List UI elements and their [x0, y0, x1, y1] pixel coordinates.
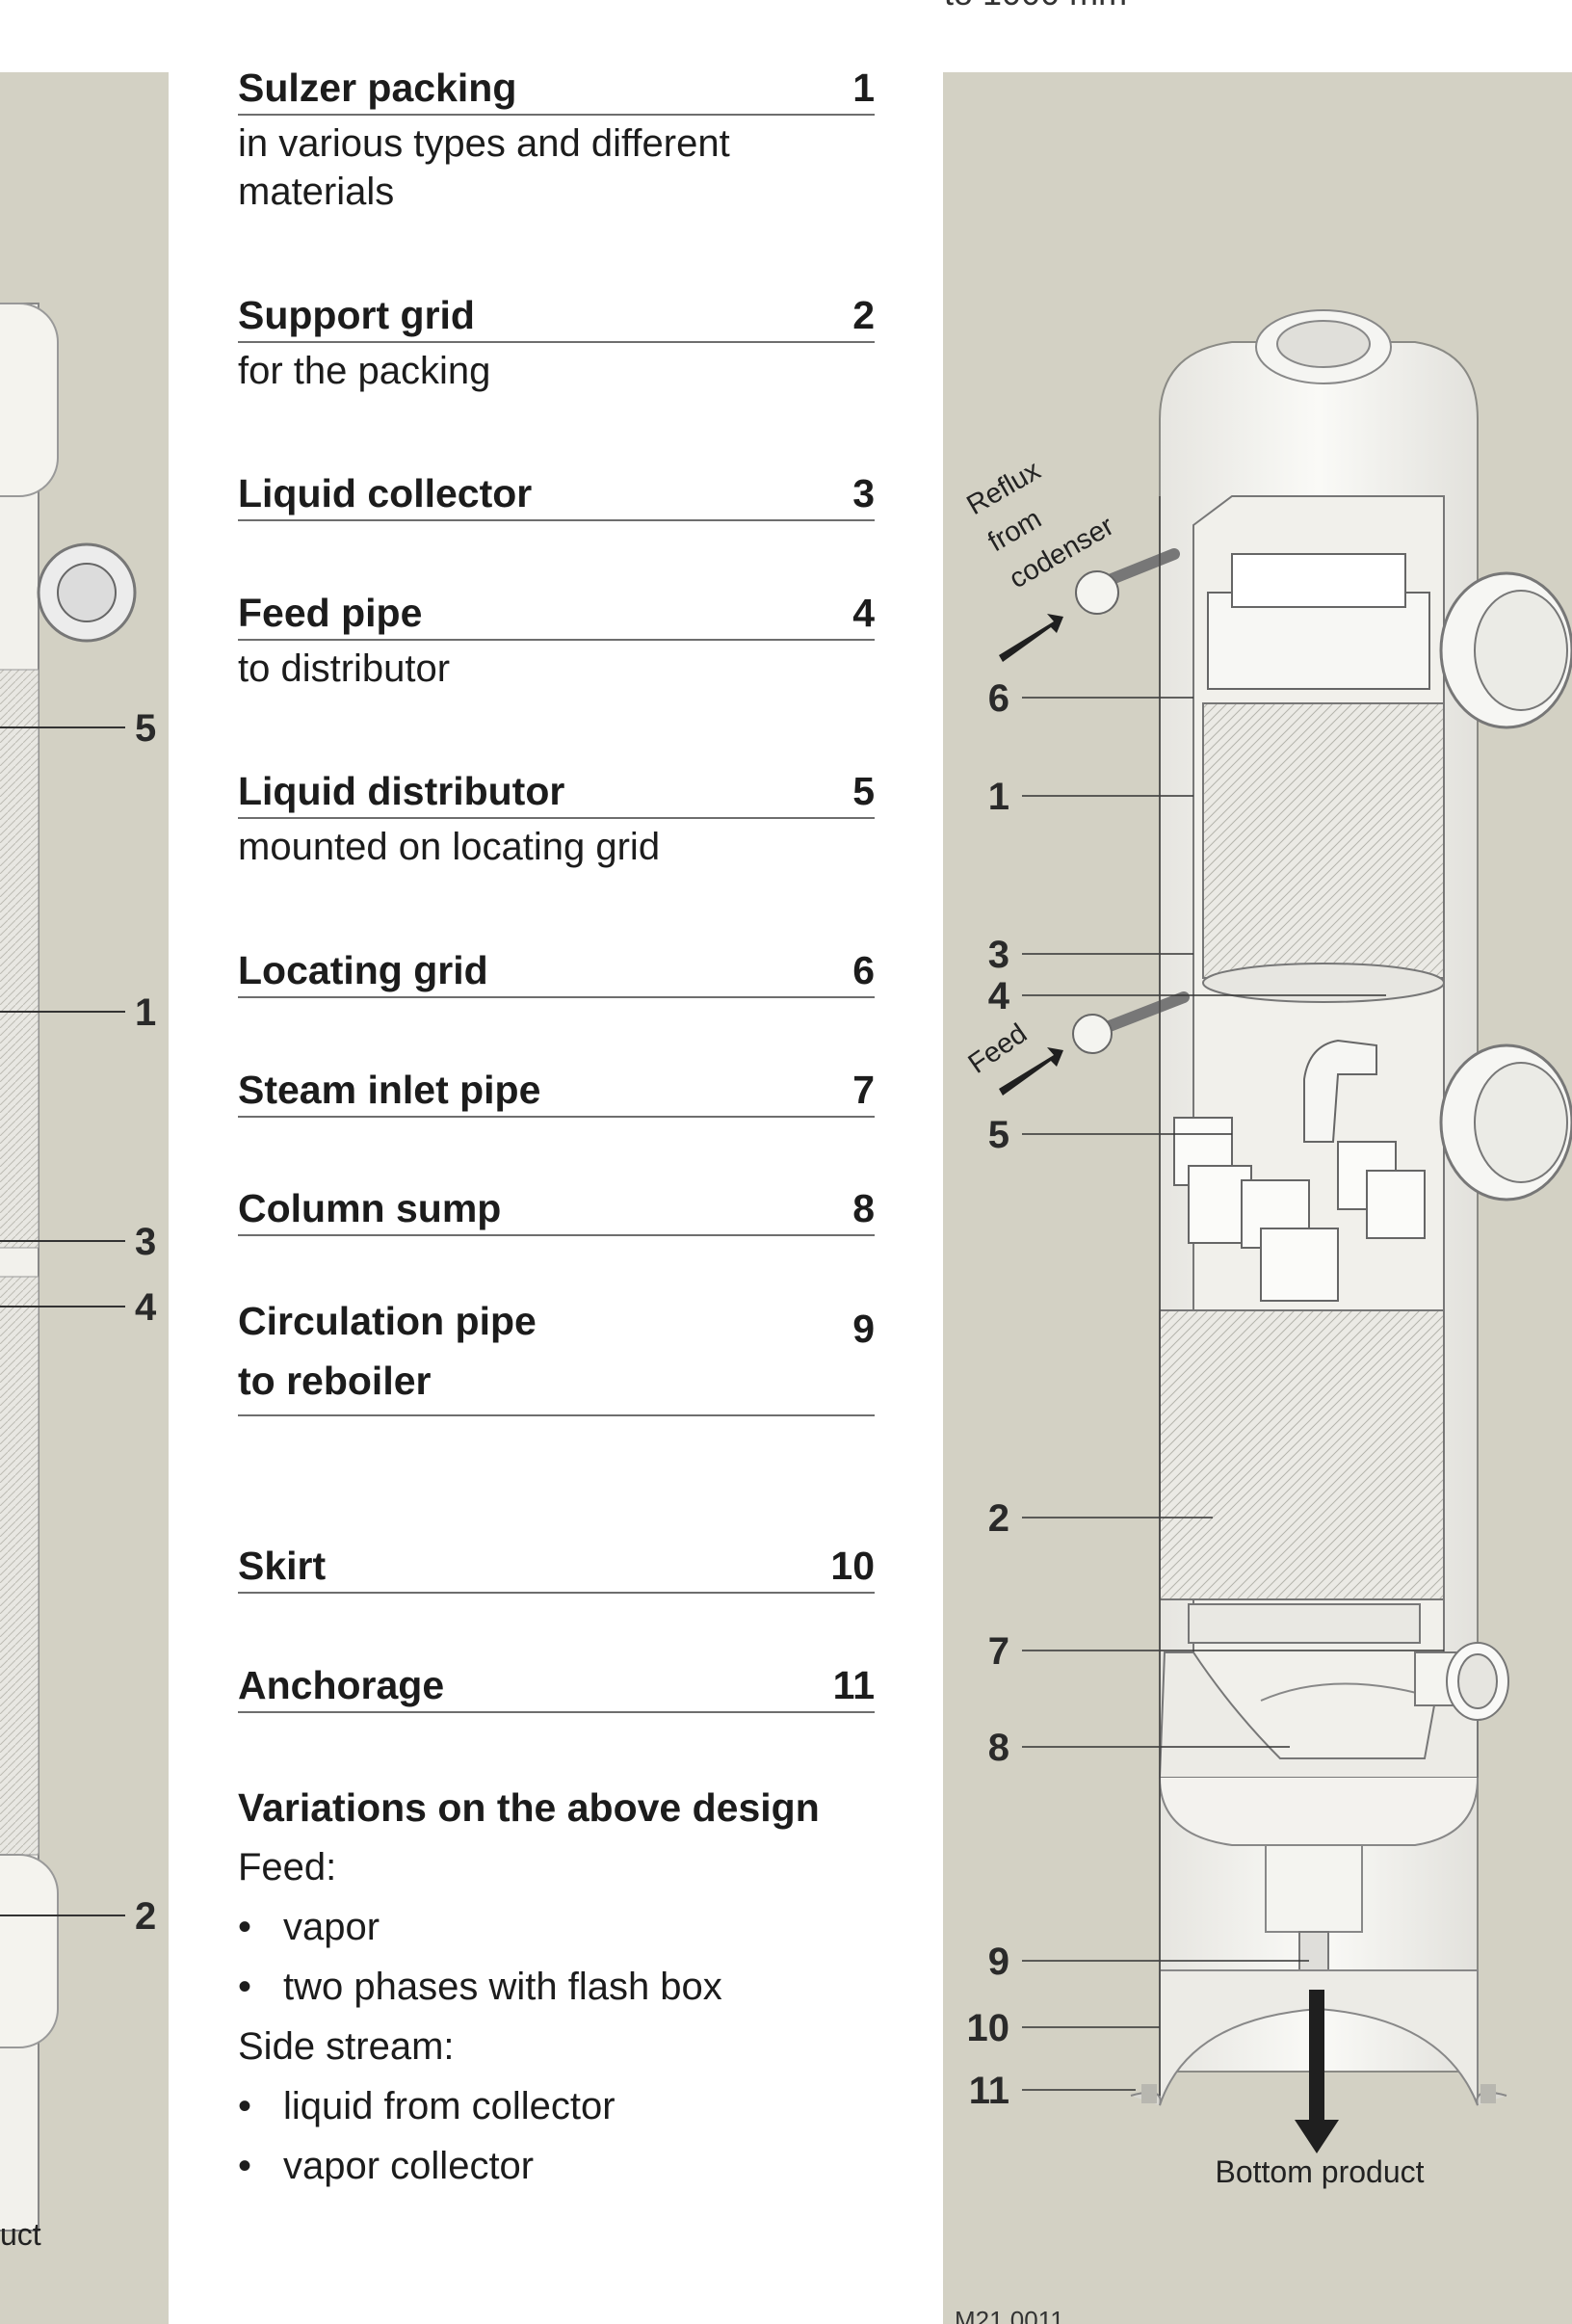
- left-callout-2: 2: [135, 1895, 156, 1938]
- part-item-11: Anchorage 11: [238, 1655, 875, 1713]
- part-title: Circulation pipe to reboiler: [238, 1291, 537, 1411]
- part-item-2: Support grid 2 for the packing: [238, 285, 875, 395]
- callout-9: 9: [988, 1941, 1009, 1983]
- part-item-1: Sulzer packing 1 in various types and dif…: [238, 58, 875, 216]
- part-number: 7: [852, 1067, 875, 1112]
- part-title: Steam inlet pipe: [238, 1067, 541, 1112]
- part-description: in various types and different materials: [238, 122, 730, 213]
- part-number: 2: [852, 292, 875, 337]
- part-title: Liquid distributor: [238, 768, 565, 813]
- part-title: Sulzer packing: [238, 65, 517, 110]
- feed-item: two phases with flash box: [238, 1957, 912, 2017]
- part-item-6: Locating grid 6: [238, 940, 875, 998]
- feed-item: vapor: [238, 1897, 912, 1957]
- callout-8: 8: [988, 1727, 1009, 1769]
- callout-1: 1: [988, 776, 1009, 818]
- part-description: mounted on locating grid: [238, 826, 661, 868]
- part-description: to distributor: [238, 647, 451, 690]
- left-partial-label: uct: [0, 2217, 41, 2252]
- callout-10: 10: [967, 2007, 1010, 2049]
- left-column-illustration: 5 1 3 4 2 uct: [0, 303, 157, 2252]
- left-callout-5: 5: [135, 707, 156, 750]
- part-title: Skirt: [238, 1543, 327, 1588]
- callout-7: 7: [988, 1630, 1009, 1673]
- part-title-line1: Circulation pipe: [238, 1299, 537, 1343]
- part-number: 9: [852, 1306, 875, 1351]
- part-item-8: Column sump 8: [238, 1178, 875, 1236]
- part-number: 6: [852, 947, 875, 992]
- callout-5: 5: [988, 1114, 1009, 1156]
- part-number: 10: [830, 1543, 875, 1588]
- part-item-3: Liquid collector 3: [238, 463, 875, 521]
- part-title: Feed pipe: [238, 590, 423, 635]
- figure-code: M21 0011: [955, 2306, 1064, 2324]
- part-title: Liquid collector: [238, 470, 533, 515]
- callout-4: 4: [988, 975, 1010, 1017]
- callout-11: 11: [969, 2070, 1009, 2112]
- callout-2: 2: [988, 1497, 1009, 1540]
- left-callout-3: 3: [135, 1221, 156, 1263]
- variations-title: Variations on the above design: [238, 1785, 820, 1830]
- part-item-9: Circulation pipe to reboiler 9: [238, 1297, 875, 1416]
- left-column-diagram-panel: 5 1 3 4 2 uct: [0, 72, 169, 2324]
- part-item-7: Steam inlet pipe 7: [238, 1060, 875, 1118]
- part-number: 1: [852, 65, 875, 110]
- side-stream-item: vapor collector: [238, 2136, 912, 2196]
- part-title: Anchorage: [238, 1662, 445, 1707]
- distillation-column-illustration: Reflux from codenser Feed 6 1 3 4 5 2 7 …: [955, 309, 1572, 2324]
- part-item-10: Skirt 10: [238, 1536, 875, 1594]
- side-stream-label: Side stream:: [238, 2025, 455, 2068]
- variations-section: Variations on the above design Feed: vap…: [238, 1778, 912, 2196]
- left-callout-4: 4: [135, 1286, 157, 1329]
- part-title-line2: to reboiler: [238, 1359, 432, 1403]
- bottom-product-label: Bottom product: [1216, 2154, 1425, 2189]
- part-title: Locating grid: [238, 947, 488, 992]
- part-number: 8: [852, 1185, 875, 1230]
- feed-label: Feed:: [238, 1846, 337, 1888]
- part-description: for the packing: [238, 350, 491, 392]
- part-number: 3: [852, 470, 875, 515]
- part-item-5: Liquid distributor 5 mounted on locating …: [238, 761, 875, 871]
- part-number: 5: [852, 768, 875, 813]
- part-title: Support grid: [238, 292, 475, 337]
- callout-6: 6: [988, 677, 1009, 720]
- cropped-heading-text: to 1000 mm: [944, 0, 1127, 13]
- right-column-diagram-panel: Reflux from codenser Feed 6 1 3 4 5 2 7 …: [943, 72, 1572, 2324]
- part-title: Column sump: [238, 1185, 502, 1230]
- feed-arrow-label: Feed: [963, 1018, 1034, 1080]
- part-number: 4: [852, 590, 875, 635]
- part-number: 11: [832, 1662, 875, 1707]
- callout-3: 3: [988, 934, 1009, 976]
- part-item-4: Feed pipe 4 to distributor: [238, 583, 875, 693]
- side-stream-item: liquid from collector: [238, 2076, 912, 2136]
- left-callout-1: 1: [135, 991, 156, 1034]
